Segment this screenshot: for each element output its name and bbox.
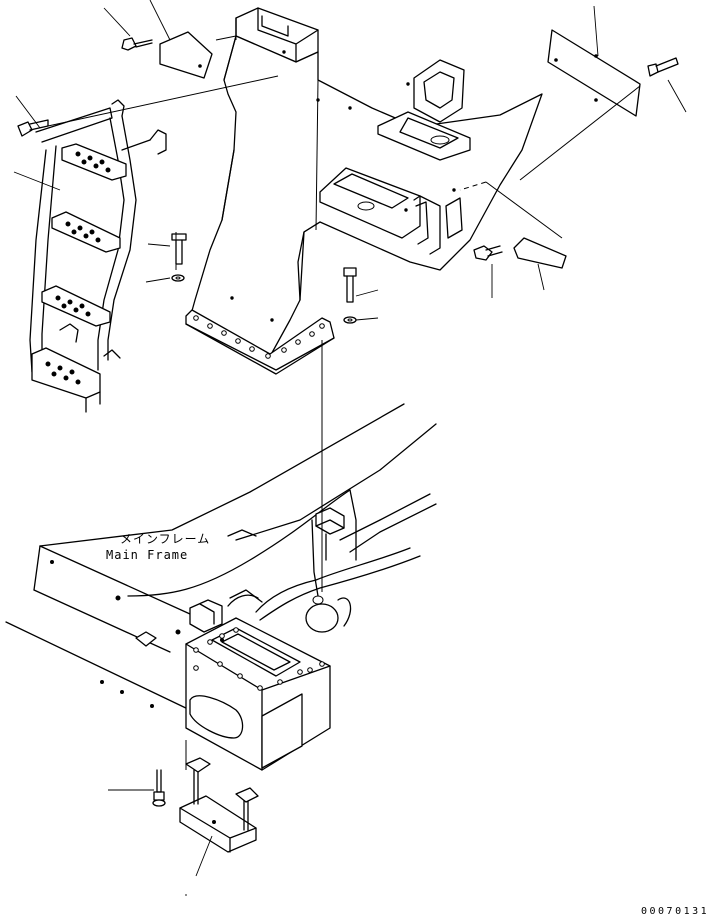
cover-plate-right bbox=[547, 29, 641, 117]
bolt-bottom bbox=[152, 769, 166, 807]
bolt-center-right bbox=[343, 267, 357, 303]
main-frame bbox=[5, 403, 437, 771]
washer-right bbox=[343, 316, 357, 324]
main-frame-label-en: Main Frame bbox=[106, 548, 189, 562]
bolt-small-cover bbox=[473, 245, 503, 261]
bolt-center-left bbox=[171, 233, 187, 265]
cover-plate-top bbox=[159, 31, 213, 79]
drawing-number: 00070131 bbox=[641, 906, 710, 917]
bolt-ladder-top bbox=[17, 119, 49, 137]
main-frame-label-jp: メインフレーム bbox=[120, 532, 211, 546]
ladder bbox=[29, 99, 167, 413]
washer-left bbox=[171, 274, 185, 282]
alignment-lines bbox=[47, 30, 641, 770]
bolt-top-left bbox=[121, 37, 153, 51]
bolt-right-top bbox=[647, 57, 679, 77]
step-frame bbox=[185, 7, 543, 375]
cover-plate-small bbox=[513, 237, 567, 269]
leader-lines bbox=[13, 0, 687, 896]
mount-bracket bbox=[179, 757, 259, 853]
